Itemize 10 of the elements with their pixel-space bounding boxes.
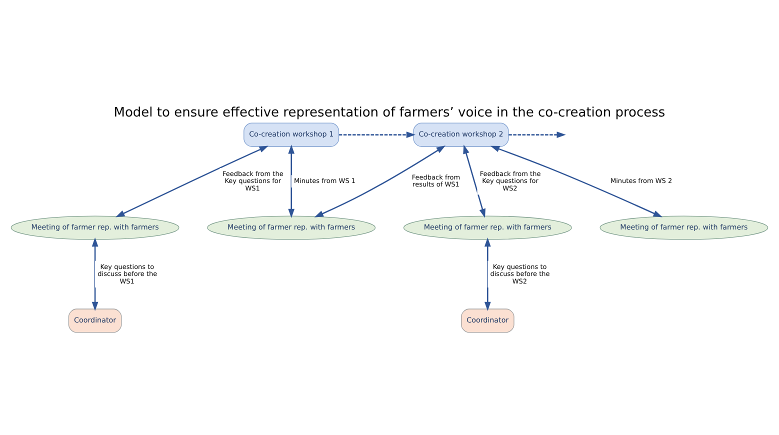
arrow	[484, 237, 491, 310]
arrow	[508, 131, 566, 138]
arrow	[490, 145, 662, 217]
arrow	[463, 144, 486, 218]
arrow	[92, 237, 98, 310]
arrow	[288, 144, 295, 218]
arrow	[314, 144, 446, 217]
diagram-title: Model to ensure effective representation of farmers’ voice in the co-creation process	[114, 105, 666, 120]
arrow	[338, 131, 416, 138]
arrow	[116, 145, 268, 217]
